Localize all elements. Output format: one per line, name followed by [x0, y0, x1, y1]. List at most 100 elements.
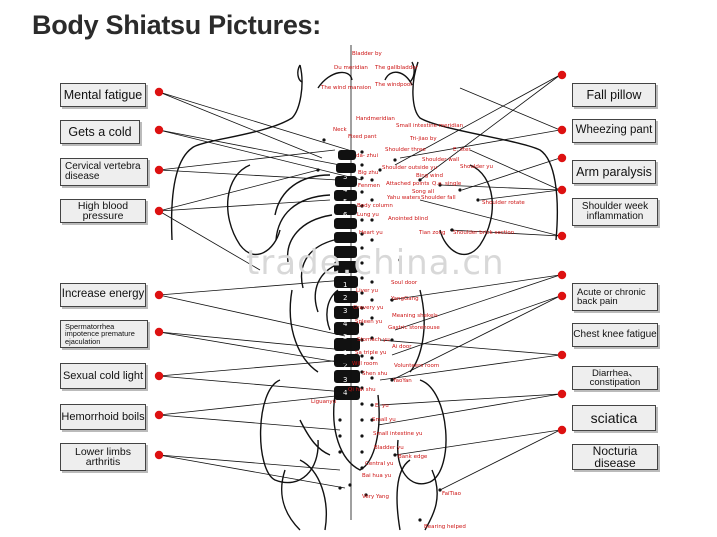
point-label: Tian zong: [418, 230, 446, 236]
point-label: da- zhui: [356, 153, 378, 159]
point-label: Shoulder rotate: [482, 200, 525, 206]
condition-box-right[interactable]: sciatica: [572, 405, 656, 431]
point-label: Liver yu: [356, 288, 378, 294]
condition-box-left[interactable]: High blood pressure: [60, 199, 146, 223]
condition-box-left[interactable]: Sexual cold light: [60, 363, 146, 389]
vertebra-number: 5: [343, 402, 347, 410]
acupoint-labels: Bladder by Du meridian The gallbladder T…: [311, 51, 525, 530]
vertebra-number: 3: [343, 173, 347, 181]
point-label: Central yu: [365, 461, 394, 467]
point-label: Ai door: [392, 344, 412, 350]
point-label: YangGang: [390, 296, 419, 302]
condition-label: Cervical vertebra disease: [65, 161, 141, 182]
point-label: Small yu: [372, 417, 396, 423]
point-label: Shoulder wall: [422, 157, 460, 163]
condition-box-left[interactable]: Mental fatigue: [60, 83, 146, 107]
condition-label: Chest knee fatigue: [573, 329, 657, 340]
vertebra-number: 4: [343, 320, 348, 328]
point-label: Shen shu: [362, 371, 387, 377]
condition-label: Wheezing pant: [575, 124, 653, 137]
condition-box-left[interactable]: Increase energy: [60, 283, 146, 307]
red-dots-right: [557, 70, 567, 435]
condition-label: Mental fatigue: [63, 87, 143, 102]
point-label: Yahu waters: [386, 195, 420, 201]
condition-box-left[interactable]: Cervical vertebra disease: [60, 158, 148, 186]
point-label: Liguanyu: [311, 399, 336, 405]
vertebra-number: 4: [343, 389, 348, 397]
point-label: E. ster: [453, 147, 471, 153]
condition-label: Fall pillow: [586, 87, 642, 102]
condition-label: Spermatorrhea impotence premature ejacul…: [65, 321, 135, 346]
condition-label: Increase energy: [61, 288, 145, 301]
point-label: Very Yang: [362, 494, 389, 500]
condition-box-right[interactable]: Acute or chronic back pain: [572, 283, 658, 311]
point-label: Gastric storehouse: [388, 325, 440, 331]
condition-box-left[interactable]: Spermatorrhea impotence premature ejacul…: [60, 320, 148, 348]
point-label: Lung yu: [357, 212, 379, 218]
point-label: Attached points: [386, 181, 430, 187]
condition-box-right[interactable]: Shoulder week inflammation: [572, 198, 658, 226]
vertebra-number: 4: [343, 186, 348, 194]
point-label: Sa triple yu: [355, 350, 386, 356]
point-label: Small intestine yu: [373, 431, 423, 437]
point-label: Handmeridian: [356, 116, 395, 122]
point-label: Fenmen: [358, 183, 380, 189]
vertebra-number: 3: [343, 376, 347, 384]
point-label: Body column: [357, 203, 393, 209]
connector-lines-right: [377, 74, 561, 491]
condition-box-right[interactable]: Chest knee fatigue: [572, 323, 658, 347]
point-label: Bladder by: [352, 51, 383, 57]
point-label: Qi hai shu: [348, 387, 376, 393]
point-label: The wind mansion: [320, 85, 372, 91]
point-label: Shoulder brick section: [453, 230, 515, 236]
point-label: Bing wind: [416, 173, 443, 179]
vertebra-number: 6: [343, 211, 348, 219]
point-label: Bai hua yu: [362, 473, 391, 479]
condition-label: Lower limbs arthritis: [74, 445, 132, 468]
point-label: Du meridian: [334, 65, 368, 71]
point-label: YaoYan: [392, 378, 412, 384]
condition-box-right[interactable]: Fall pillow: [572, 83, 656, 107]
point-label: Bank edge: [398, 454, 428, 460]
point-label: Stomach yu: [357, 337, 390, 343]
point-label: The windpool: [374, 82, 412, 88]
vertebra-numbers: 3 4 5 6 1 2 3 4 5 1 2 3 4 5: [343, 173, 348, 410]
condition-box-left[interactable]: Lower limbs arthritis: [60, 443, 146, 471]
condition-box-right[interactable]: Wheezing pant: [572, 119, 656, 143]
condition-label: Diarrhea、constipation: [589, 367, 641, 388]
condition-box-right[interactable]: Diarrhea、constipation: [572, 366, 658, 390]
condition-label: Hemorrhoid boils: [61, 410, 145, 423]
vertebra-number: 1: [343, 281, 347, 289]
point-label: Spleen yu: [355, 319, 382, 325]
condition-label: Arm paralysis: [576, 164, 652, 179]
vertebra-number: 5: [343, 198, 347, 206]
vertebra-number: 2: [343, 362, 347, 370]
point-label: Neck: [333, 127, 348, 133]
watermark: trade.china.cn: [246, 243, 505, 283]
condition-label: Gets a cold: [68, 124, 132, 139]
condition-box-right[interactable]: Nocturia disease: [572, 444, 658, 470]
point-label: FaiTiao: [442, 491, 462, 497]
point-label: Bladder yu: [374, 445, 404, 451]
point-label: Fixed pant: [348, 134, 377, 140]
point-label: Big zhu: [358, 170, 378, 176]
condition-label: sciatica: [590, 410, 638, 426]
vertebra-number: 2: [343, 294, 347, 302]
point-label: Soul door: [391, 280, 418, 286]
vertebra-number: 1: [343, 349, 347, 357]
point-label: Shoulder yu: [460, 164, 493, 170]
point-label: Anointed blind: [388, 216, 428, 222]
condition-label: Shoulder week inflammation: [581, 201, 649, 222]
condition-box-right[interactable]: Arm paralysis: [572, 160, 656, 184]
point-label: The gallbladder: [374, 65, 419, 71]
point-label: Gravery yu: [353, 305, 384, 311]
red-dots-left: [154, 87, 164, 460]
condition-box-left[interactable]: Hemorrhoid boils: [60, 404, 146, 430]
point-label: Will room: [352, 361, 378, 367]
point-label: Song all: [412, 189, 434, 195]
point-label: Bearing helped: [424, 524, 466, 530]
condition-box-left[interactable]: Gets a cold: [60, 120, 140, 144]
condition-label: Acute or chronic back pain: [577, 286, 646, 307]
point-label: Volunteers room: [394, 363, 439, 369]
